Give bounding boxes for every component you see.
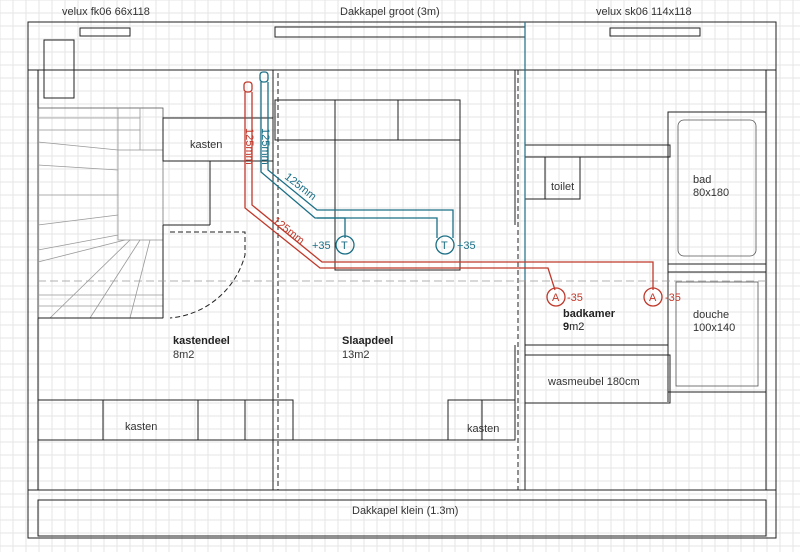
supply-valve-2 [435, 235, 455, 255]
exhaust-valve-2-symbol: A [649, 292, 657, 304]
supply-value-2: +35 [457, 240, 476, 252]
douche-size-label: 100x140 [693, 322, 735, 334]
supply-valve-1 [335, 235, 355, 255]
velux-left-label: velux fk06 66x118 [62, 6, 150, 18]
slaapdeel-area: 13m2 [342, 349, 370, 361]
supply-valve-1-symbol: T [341, 240, 348, 252]
exhaust-value-2: -35 [665, 292, 681, 304]
badkamer-area-unit: m2 [569, 321, 584, 333]
slaapdeel-label: Slaapdeel [342, 335, 393, 347]
chimney-block [43, 39, 75, 99]
kastendeel-label: kastendeel [173, 335, 230, 347]
interior-walls [37, 22, 767, 490]
supply-duct-label-2: 125mm [282, 171, 318, 203]
kastendeel-area: 8m2 [173, 349, 194, 361]
kasten-top-label: kasten [190, 139, 222, 151]
toilet-label: toilet [551, 181, 574, 193]
wasmeubel-label: wasmeubel 180cm [547, 376, 640, 388]
exhaust-value-1: -35 [567, 292, 583, 304]
badkamer-area-number: 9 [563, 321, 569, 333]
supply-duct-label-1: 125mm [259, 128, 271, 165]
badkamer-area: 9m2 [563, 321, 584, 333]
bad-size-label: 80x180 [693, 187, 729, 199]
velux-right-label: velux sk06 114x118 [596, 6, 692, 18]
badkamer-label: badkamer [563, 308, 616, 320]
exhaust-valve-2 [643, 287, 663, 307]
outer-walls [27, 21, 777, 539]
exhaust-duct-label-1: 125mm [243, 128, 255, 165]
door-swing [169, 231, 246, 319]
kasten-left-label: kasten [125, 421, 157, 433]
dakkapel-groot-label: Dakkapel groot (3m) [340, 6, 440, 18]
bad-label: bad [693, 174, 711, 186]
slaapdeel-zone [277, 69, 519, 491]
exhaust-valve-1-symbol: A [552, 292, 560, 304]
staircase [37, 107, 164, 319]
supply-valve-2-symbol: T [441, 240, 448, 252]
supply-duct [259, 71, 455, 255]
douche-label: douche [693, 309, 729, 321]
exhaust-valve-1 [546, 287, 566, 307]
exhaust-duct [243, 81, 663, 307]
kasten-right-label: kasten [467, 423, 499, 435]
dakkapel-klein-label: Dakkapel klein (1.3m) [352, 505, 458, 517]
dakkapel-klein [37, 499, 767, 537]
supply-value-1: +35 [312, 240, 331, 252]
